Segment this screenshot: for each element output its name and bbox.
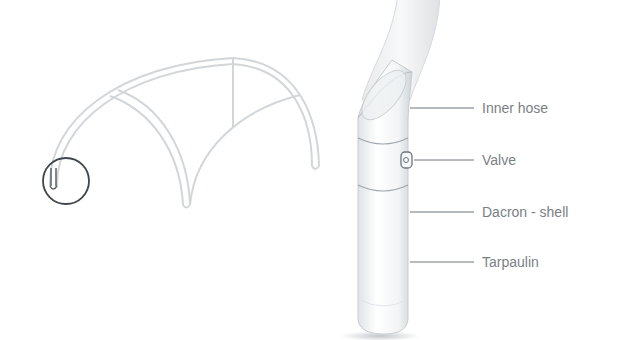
- tent-frame: [50, 58, 319, 208]
- part-label: Valve: [482, 152, 516, 168]
- detail-circle: [43, 158, 89, 204]
- part-label: Dacron - shell: [482, 204, 568, 220]
- part-label: Inner hose: [482, 100, 548, 116]
- tube-detail: [354, 0, 440, 334]
- part-label: Tarpaulin: [482, 254, 539, 270]
- leader-lines: [410, 108, 474, 262]
